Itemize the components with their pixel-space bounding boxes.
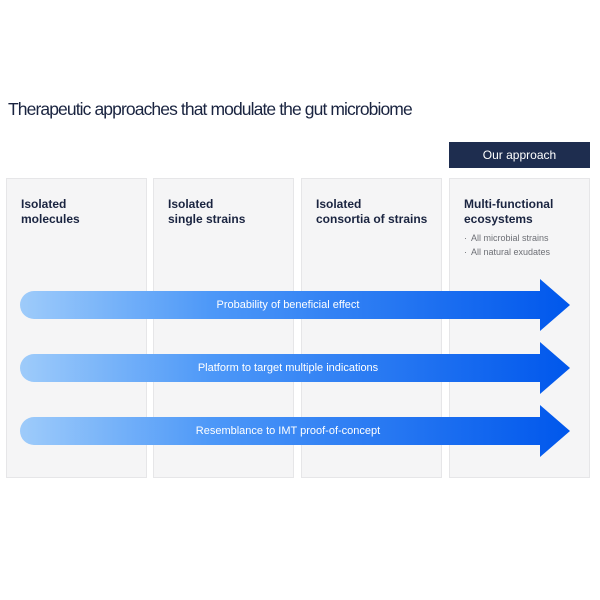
arrow-label-platform: Platform to target multiple indications — [197, 362, 379, 374]
arrow-label-probability: Probability of beneficial effect — [216, 299, 360, 311]
arrow-probability — [20, 279, 570, 331]
ecosystem-bullet-list: All microbial strains All natural exudat… — [464, 231, 550, 259]
bullet-item: All microbial strains — [464, 231, 550, 245]
arrow-resemblance — [20, 405, 570, 457]
arrow-platform — [20, 342, 570, 394]
column-label: Multi-functional ecosystems — [464, 197, 554, 226]
column-label: Isolated molecules — [21, 197, 80, 226]
column-label: Isolated single strains — [168, 197, 246, 226]
our-approach-badge: Our approach — [449, 142, 590, 168]
column-label: Isolated consortia of strains — [316, 197, 428, 226]
bullet-item: All natural exudates — [464, 245, 550, 259]
page-title: Therapeutic approaches that modulate the… — [8, 99, 413, 119]
arrow-label-resemblance: Resemblance to IMT proof-of-concept — [195, 425, 381, 437]
